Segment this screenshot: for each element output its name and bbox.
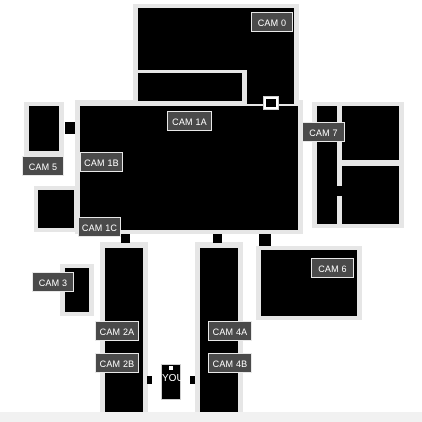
cam-1b-button[interactable]: CAM 1B [80,152,123,172]
door-right-rooms [337,186,342,196]
player-dot-icon [169,366,173,370]
cam-4b-button[interactable]: CAM 4B [208,353,252,373]
cam-3-button[interactable]: CAM 3 [32,272,74,292]
cam-7-button[interactable]: CAM 7 [302,122,345,142]
cam-6-button[interactable]: CAM 6 [311,258,354,278]
vent-marker [263,96,279,110]
cam-4a-button[interactable]: CAM 4A [208,321,252,341]
room-stage-lower [138,73,242,101]
cam-2b-button[interactable]: CAM 2B [95,353,139,373]
room-left-lower [38,190,74,228]
door-east-hall [213,234,222,243]
office-right-door[interactable] [190,376,195,384]
office-left-door[interactable] [147,376,152,384]
door-restroom [65,122,75,134]
cam-5-button[interactable]: CAM 5 [22,156,64,176]
player-label: YOU [162,373,184,384]
room-right-top [342,106,399,160]
cam-1c-button[interactable]: CAM 1C [78,217,121,237]
bottom-strip [0,412,422,422]
cam-0-button[interactable]: CAM 0 [251,12,293,32]
player-office: YOU [161,364,184,400]
cam-2a-button[interactable]: CAM 2A [95,321,139,341]
door-west-hall [121,234,130,243]
cam-1a-button[interactable]: CAM 1A [167,111,212,131]
room-restroom [29,106,59,151]
room-right-bottom [342,166,399,224]
door-kitchen [259,234,271,246]
